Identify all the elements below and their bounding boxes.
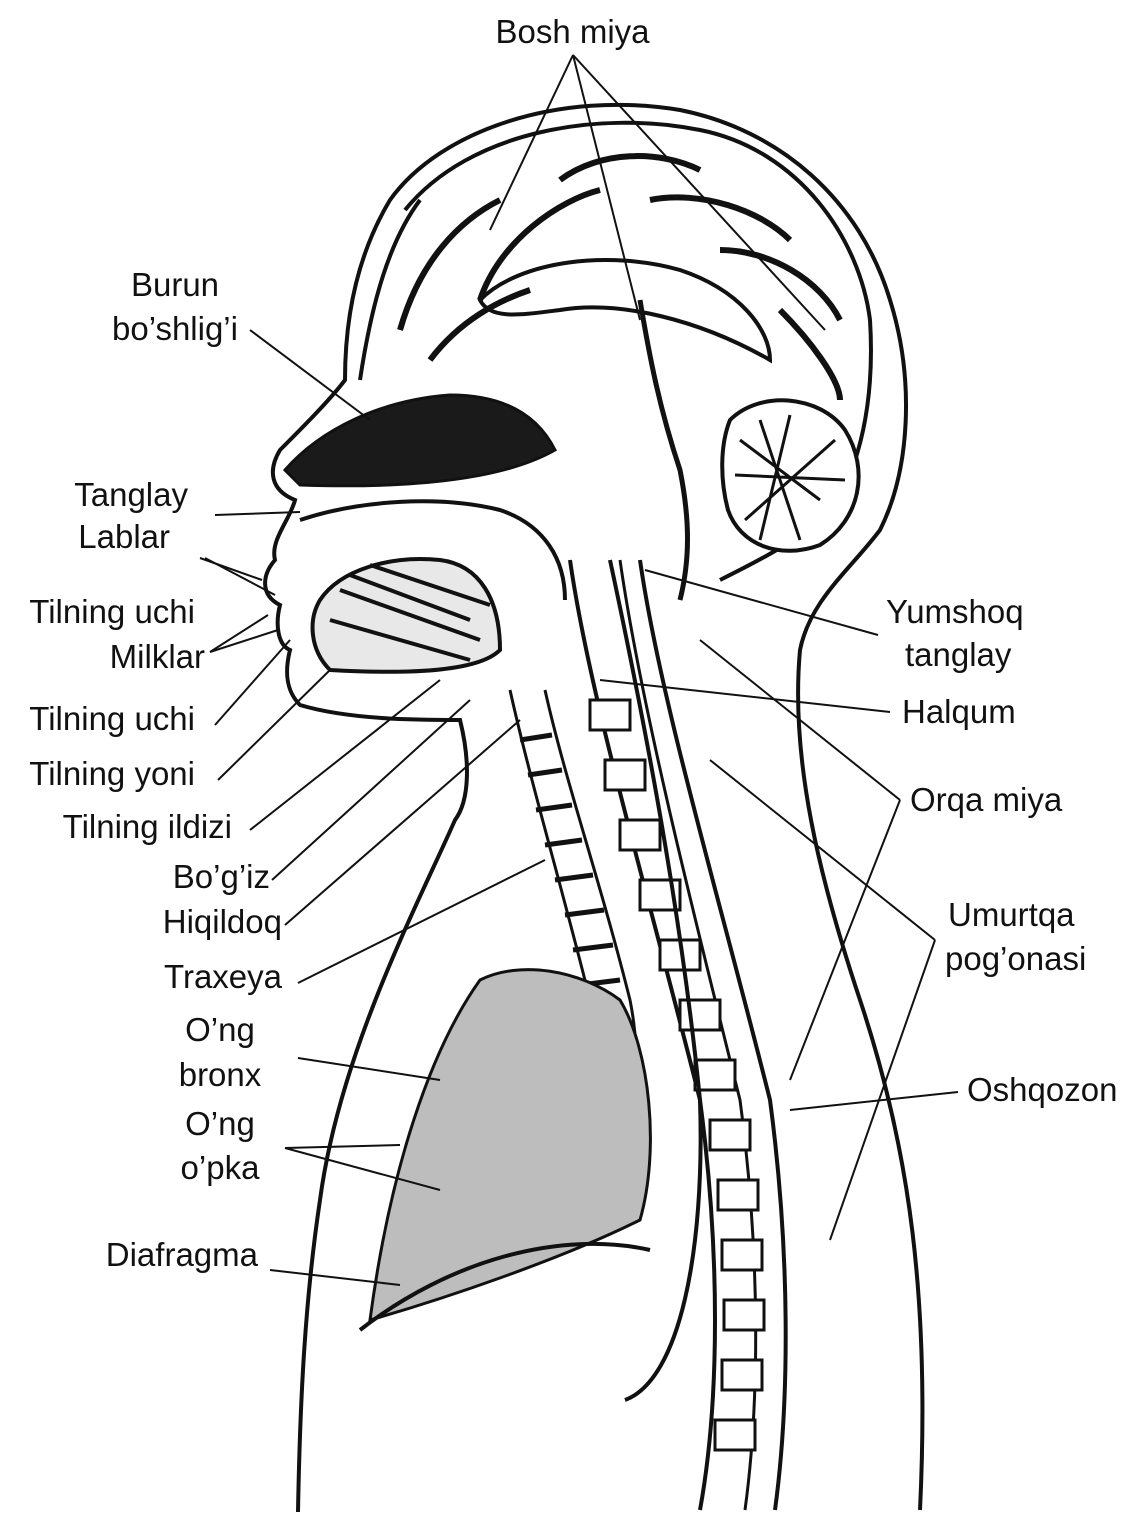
- label-ong-bronx-line1: O’ng: [160, 1008, 280, 1052]
- lung: [370, 970, 650, 1320]
- label-halqum: Halqum: [902, 690, 1016, 734]
- label-ong-opka-line2: o’pka: [160, 1146, 280, 1190]
- label-ong-bronx-line2: bronx: [160, 1053, 280, 1097]
- label-umurtqa-line1: Umurtqa: [948, 893, 1075, 937]
- label-diafragma: Diafragma: [60, 1233, 258, 1277]
- label-tilning-uchi-1: Tilning uchi: [5, 590, 195, 634]
- label-bogiz: Bo’g’iz: [100, 855, 270, 899]
- label-bosh-miya: Bosh miya: [470, 10, 675, 54]
- label-orqa-miya: Orqa miya: [910, 778, 1062, 822]
- label-tilning-uchi-2: Tilning uchi: [5, 697, 195, 741]
- label-burun-line1: Burun: [90, 263, 260, 307]
- label-umurtqa-line2: pog’onasi: [945, 937, 1086, 981]
- label-yumshoq-line1: Yumshoq: [886, 590, 1024, 634]
- label-milklar: Milklar: [60, 635, 205, 679]
- nasal-cavity: [285, 395, 555, 486]
- body-outline: [265, 105, 922, 1512]
- mouth-tongue: [300, 501, 565, 672]
- label-yumshoq-line2: tanglay: [905, 633, 1011, 677]
- label-tanglay: Tanglay: [10, 473, 188, 517]
- label-burun-line2: bo’shlig’i: [80, 307, 270, 351]
- label-oshqozon: Oshqozon: [967, 1068, 1117, 1112]
- label-tilning-ildizi: Tilning ildizi: [10, 805, 232, 849]
- label-tilning-yoni: Tilning yoni: [5, 752, 195, 796]
- label-ong-opka-line1: O’ng: [160, 1102, 280, 1146]
- label-traxeya: Traxeya: [100, 955, 282, 999]
- label-hiqildoq: Hiqildoq: [100, 900, 282, 944]
- cerebellum: [722, 400, 858, 550]
- label-lablar: Lablar: [10, 515, 170, 559]
